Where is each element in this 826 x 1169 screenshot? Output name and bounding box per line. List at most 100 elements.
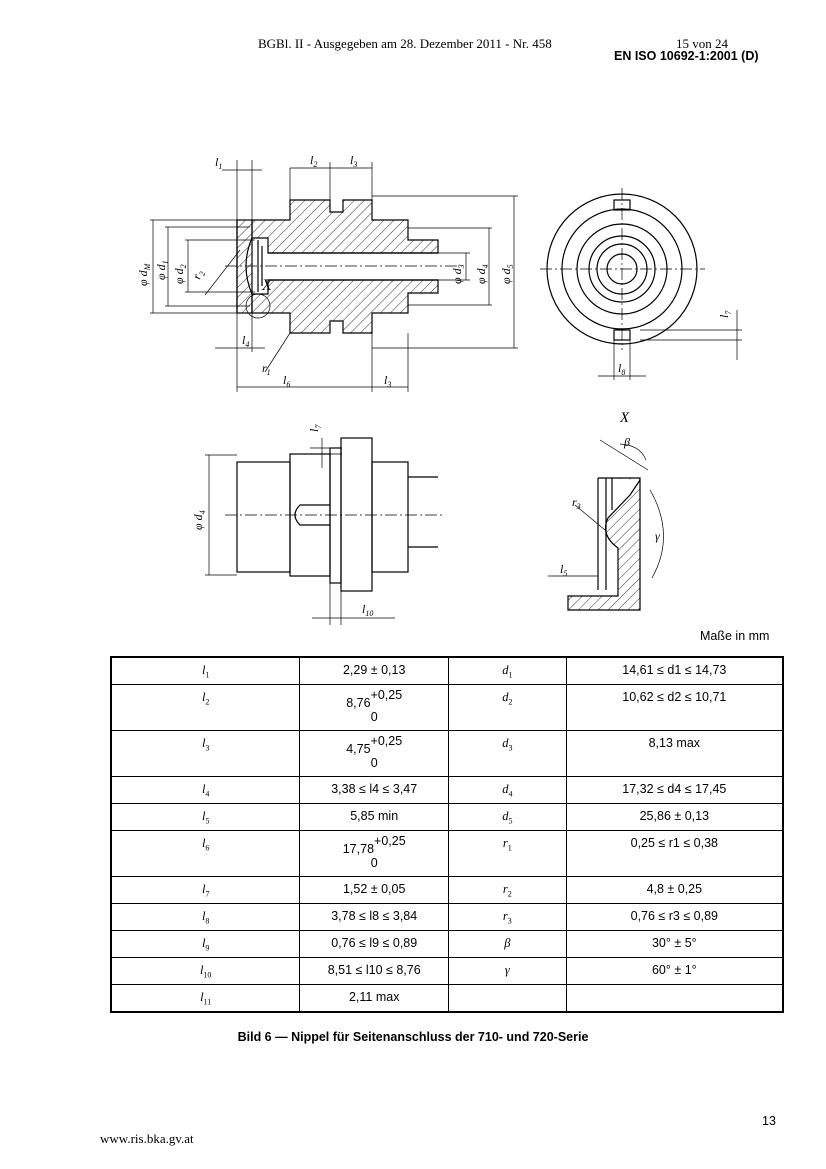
table-symbol-right bbox=[448, 984, 567, 1013]
table-symbol-right: r3 bbox=[448, 903, 567, 931]
svg-text:r2: r2 bbox=[189, 269, 207, 282]
technical-drawing: l1 l2 l3 l4 r1 l6 l3 X r2 φ dM φ d1 φ d2… bbox=[136, 153, 742, 625]
svg-text:l7: l7 bbox=[307, 424, 323, 432]
detail-x-dimensions bbox=[548, 439, 664, 579]
svg-text:φ d3: φ d3 bbox=[450, 264, 466, 284]
table-symbol-left: l6 bbox=[110, 830, 301, 877]
table-symbol-left: l8 bbox=[110, 903, 301, 931]
table-symbol-left: l5 bbox=[110, 803, 301, 831]
table-symbol-left: l7 bbox=[110, 876, 301, 904]
table-value-left: 0,76 ≤ l9 ≤ 0,89 bbox=[299, 930, 450, 958]
table-value-left: 2,29 ± 0,13 bbox=[299, 656, 450, 685]
svg-text:l3: l3 bbox=[350, 153, 357, 169]
svg-text:φ d2: φ d2 bbox=[172, 264, 188, 284]
section-lower-half bbox=[251, 279, 439, 334]
table-symbol-left: l11 bbox=[110, 984, 301, 1013]
svg-text:φ d1: φ d1 bbox=[154, 260, 170, 280]
svg-text:β: β bbox=[623, 435, 630, 449]
table-symbol-right: d2 bbox=[448, 684, 567, 731]
svg-text:l4: l4 bbox=[242, 333, 249, 349]
svg-text:l5: l5 bbox=[560, 562, 567, 578]
table-value-left: 1,52 ± 0,05 bbox=[299, 876, 450, 904]
svg-text:r1: r1 bbox=[262, 361, 271, 377]
svg-text:l7: l7 bbox=[717, 310, 733, 318]
table-value-right: 30° ± 5° bbox=[565, 930, 784, 958]
table-symbol-left: l2 bbox=[110, 684, 301, 731]
svg-text:φ d5: φ d5 bbox=[499, 264, 515, 284]
end-view bbox=[540, 188, 705, 350]
page-number: 13 bbox=[762, 1114, 776, 1128]
section-upper-half bbox=[251, 199, 439, 254]
svg-text:φ dM: φ dM bbox=[136, 262, 152, 286]
table-value-right: 14,61 ≤ d1 ≤ 14,73 bbox=[565, 656, 784, 685]
section-view bbox=[225, 199, 460, 334]
table-value-right: 17,32 ≤ d4 ≤ 17,45 bbox=[565, 776, 784, 804]
table-symbol-right: d4 bbox=[448, 776, 567, 804]
svg-text:γ: γ bbox=[655, 529, 660, 543]
table-value-right: 10,62 ≤ d2 ≤ 10,71 bbox=[565, 684, 784, 731]
table-value-right: 60° ± 1° bbox=[565, 957, 784, 985]
table-value-left: 5,85 min bbox=[299, 803, 450, 831]
side-view bbox=[225, 437, 445, 592]
table-symbol-right: d3 bbox=[448, 730, 567, 777]
table-symbol-right: d1 bbox=[448, 656, 567, 685]
table-value-left: 2,11 max bbox=[299, 984, 450, 1013]
svg-text:X: X bbox=[261, 277, 273, 294]
section-dimensions bbox=[150, 160, 518, 392]
table-symbol-left: l3 bbox=[110, 730, 301, 777]
table-symbol-right: γ bbox=[448, 957, 567, 985]
svg-text:l3: l3 bbox=[384, 373, 391, 389]
page-of-count: 15 von 24 bbox=[676, 36, 728, 51]
units-note: Maße in mm bbox=[700, 629, 770, 643]
table-value-right bbox=[565, 984, 784, 1013]
table-symbol-left: l1 bbox=[110, 656, 301, 685]
gazette-header: BGBl. II - Ausgegeben am 28. Dezember 20… bbox=[258, 36, 552, 51]
svg-text:φ d4: φ d4 bbox=[474, 264, 490, 284]
table-symbol-right: r1 bbox=[448, 830, 567, 877]
standard-number: EN ISO 10692-1:2001 (D) bbox=[614, 49, 759, 63]
svg-text:r3: r3 bbox=[572, 495, 581, 511]
svg-text:l6: l6 bbox=[283, 373, 290, 389]
end-view-dimensions bbox=[598, 310, 742, 380]
table-value-right: 8,13 max bbox=[565, 730, 784, 777]
table-value-right: 0,76 ≤ r3 ≤ 0,89 bbox=[565, 903, 784, 931]
detail-x-view bbox=[567, 477, 641, 611]
table-symbol-right: d5 bbox=[448, 803, 567, 831]
svg-text:l2: l2 bbox=[310, 153, 317, 169]
table-symbol-left: l9 bbox=[110, 930, 301, 958]
table-value-right: 25,86 ± 0,13 bbox=[565, 803, 784, 831]
table-symbol-right: r2 bbox=[448, 876, 567, 904]
svg-text:X: X bbox=[619, 410, 630, 426]
table-value-left: 3,78 ≤ l8 ≤ 3,84 bbox=[299, 903, 450, 931]
side-view-dimensions bbox=[205, 438, 395, 625]
figure-caption: Bild 6 — Nippel für Seitenanschluss der … bbox=[237, 1030, 589, 1044]
drawing-labels: l1 l2 l3 l4 r1 l6 l3 X r2 φ dM φ d1 φ d2… bbox=[136, 153, 733, 618]
table-symbol-left: l4 bbox=[110, 776, 301, 804]
table-value-right: 0,25 ≤ r1 ≤ 0,38 bbox=[565, 830, 784, 877]
svg-text:l1: l1 bbox=[215, 155, 222, 171]
svg-text:l10: l10 bbox=[362, 602, 373, 618]
table-value-left: 8,51 ≤ l10 ≤ 8,76 bbox=[299, 957, 450, 985]
table-value-right: 4,8 ± 0,25 bbox=[565, 876, 784, 904]
table-symbol-right: β bbox=[448, 930, 567, 958]
footer-url: www.ris.bka.gv.at bbox=[100, 1131, 194, 1146]
svg-text:φ d4: φ d4 bbox=[191, 510, 207, 530]
table-value-left: 3,38 ≤ l4 ≤ 3,47 bbox=[299, 776, 450, 804]
table-symbol-left: l10 bbox=[110, 957, 301, 985]
svg-text:l8: l8 bbox=[618, 361, 625, 377]
